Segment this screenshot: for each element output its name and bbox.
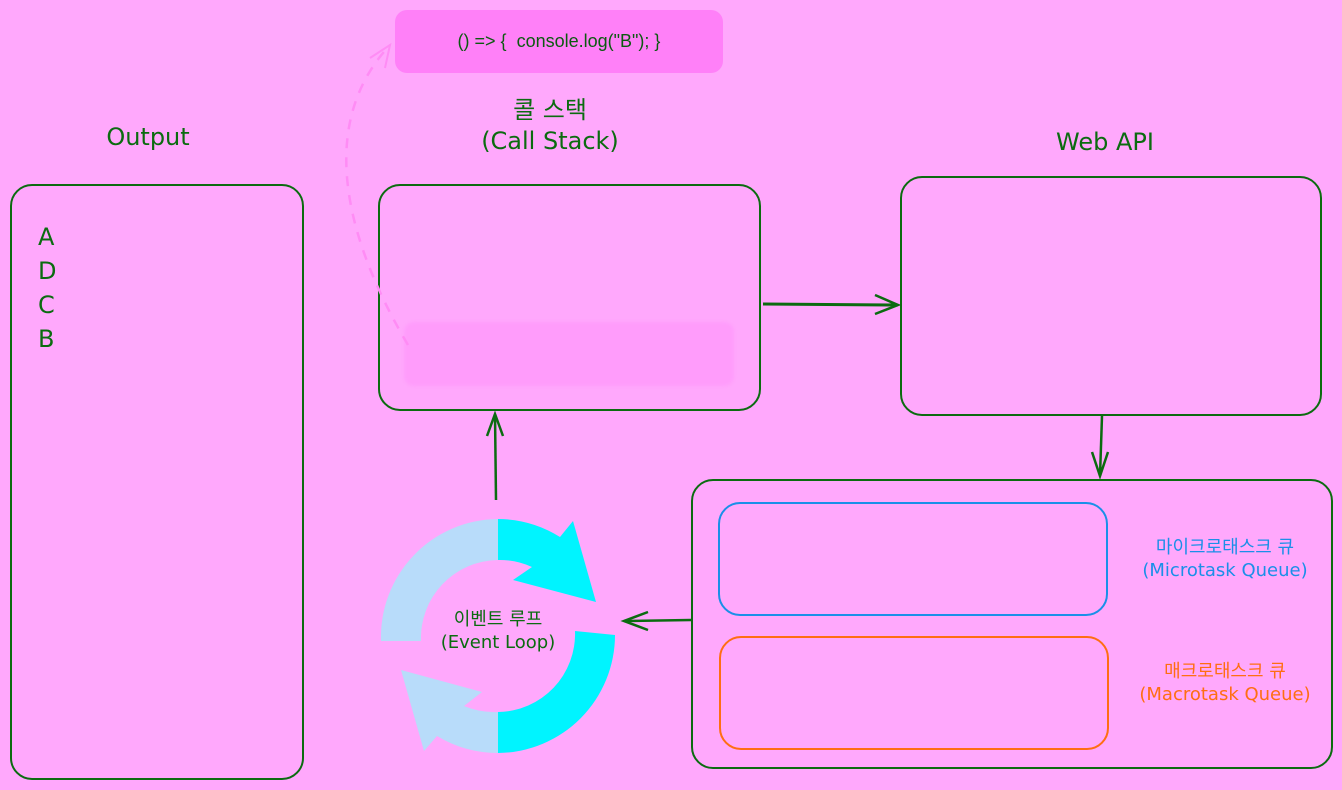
macrotask-label-en: (Macrotask Queue): [1139, 684, 1311, 706]
event-loop-label-en: (Event Loop): [440, 632, 556, 654]
output-lines: A D C B: [38, 220, 56, 356]
event-loop-arc-light-bottom: [401, 670, 498, 753]
arrow-stack-to-webapi: [762, 302, 899, 307]
callback-code: () => { console.log("B"); }: [457, 31, 661, 51]
microtask-queue-box: [718, 502, 1108, 616]
event-loop-arc-bright-top: [498, 519, 596, 602]
arrow-queues-to-eventloop: [623, 618, 692, 623]
task-queues-panel: [691, 479, 1333, 769]
web-api-title: Web API: [1056, 128, 1154, 156]
call-stack-panel: [378, 184, 761, 411]
output-line: C: [38, 291, 55, 319]
dashed-arc-arrowhead-icon: [369, 42, 392, 69]
output-line: B: [38, 325, 55, 353]
arrow-webapi-to-queues: [1098, 415, 1104, 477]
macrotask-queue-label: 매크로태스크 큐 (Macrotask Queue): [1120, 660, 1330, 707]
microtask-label-en: (Microtask Queue): [1142, 560, 1308, 582]
arrowhead-icon: [874, 293, 902, 316]
arrow-eventloop-to-stack: [493, 413, 498, 501]
call-stack-frame-placeholder: [404, 322, 734, 386]
callback-chip: () => { console.log("B"); }: [395, 10, 723, 73]
arrowhead-icon: [485, 410, 505, 437]
call-stack-title: 콜 스택 (Call Stack): [420, 95, 680, 157]
output-panel: A D C B: [10, 184, 304, 780]
output-line: D: [38, 257, 57, 285]
call-stack-title-en: (Call Stack): [481, 127, 619, 156]
event-loop-label: 이벤트 루프 (Event Loop): [418, 608, 578, 655]
macrotask-label-ko: 매크로태스크 큐: [1164, 661, 1286, 682]
microtask-label-ko: 마이크로태스크 큐: [1155, 537, 1295, 558]
arrowhead-icon: [1090, 451, 1110, 480]
web-api-panel: [900, 176, 1322, 416]
macrotask-queue-box: [719, 636, 1109, 750]
call-stack-title-ko: 콜 스택: [513, 96, 587, 124]
arrowhead-icon: [620, 610, 649, 632]
event-loop-label-ko: 이벤트 루프: [453, 609, 543, 630]
microtask-queue-label: 마이크로태스크 큐 (Microtask Queue): [1120, 536, 1330, 583]
output-title: Output: [106, 123, 190, 151]
output-line: A: [38, 223, 55, 251]
